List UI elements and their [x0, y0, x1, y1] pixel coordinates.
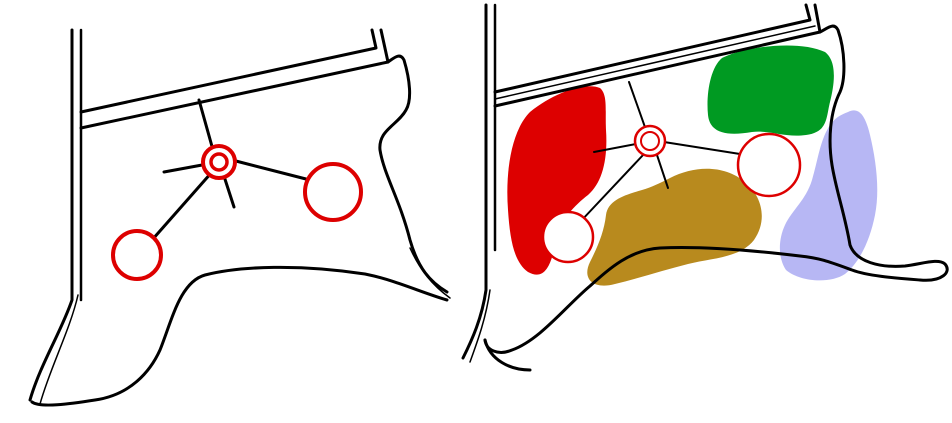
left-top-wall-outer [81, 30, 376, 112]
node-r-right [738, 134, 800, 196]
panel-right [463, 5, 947, 370]
node-r-left [543, 212, 593, 262]
node-left [113, 231, 161, 279]
right-wall-thin [470, 290, 490, 362]
node-r-hub-inner [641, 132, 659, 150]
left-wall-outer [30, 30, 72, 400]
edge-r-hub-up [629, 82, 646, 130]
edge-hub-left [152, 172, 212, 240]
node-right [305, 164, 361, 220]
node-hub-inner [211, 154, 227, 170]
edge-hub-right [232, 160, 306, 179]
region-green [708, 45, 834, 135]
edge-r-hub-right [664, 142, 740, 154]
left-wall-thin [40, 295, 78, 404]
panel-left [30, 30, 450, 405]
edge-hub-up [199, 100, 213, 150]
right-wall-outer [463, 5, 486, 358]
